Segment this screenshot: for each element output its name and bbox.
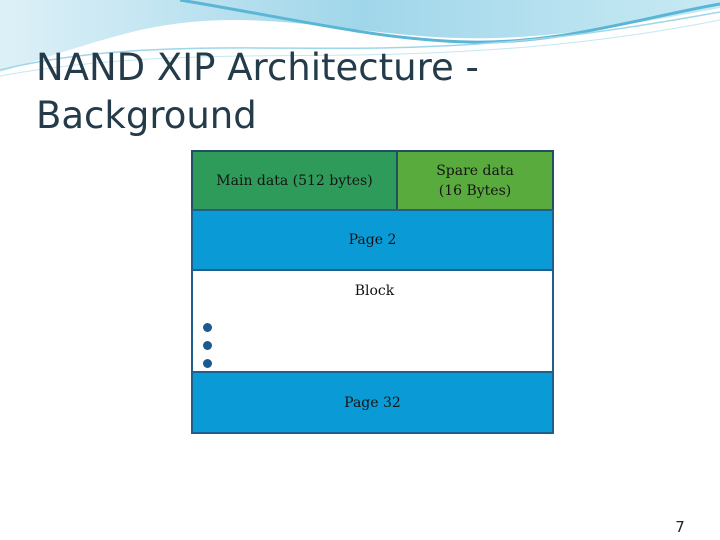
page-32-row: Page 32 [191, 371, 554, 434]
spare-data-cell: Spare data (16 Bytes) [396, 150, 554, 211]
ellipsis-dot [203, 323, 212, 332]
page-32-label: Page 32 [344, 394, 401, 411]
slide-number: 7 [675, 518, 685, 536]
spare-data-label-line1: Spare data [436, 162, 514, 179]
spare-data-label-line2: (16 Bytes) [438, 182, 512, 199]
block-label: Block [354, 283, 395, 299]
block-region: Block [191, 269, 554, 373]
main-data-label: Main data (512 bytes) [216, 172, 373, 189]
spare-data-label: Spare data (16 Bytes) [436, 161, 514, 201]
slide-title: NAND XIP Architecture - Background [36, 46, 479, 137]
main-data-cell: Main data (512 bytes) [191, 150, 398, 211]
header-wave-decoration [0, 0, 720, 77]
page-2-row: Page 2 [191, 209, 554, 271]
ellipsis-dot [203, 359, 212, 368]
ellipsis-dot [203, 341, 212, 350]
page-2-label: Page 2 [348, 232, 397, 248]
nand-block-diagram: Main data (512 bytes) Spare data (16 Byt… [191, 150, 554, 434]
